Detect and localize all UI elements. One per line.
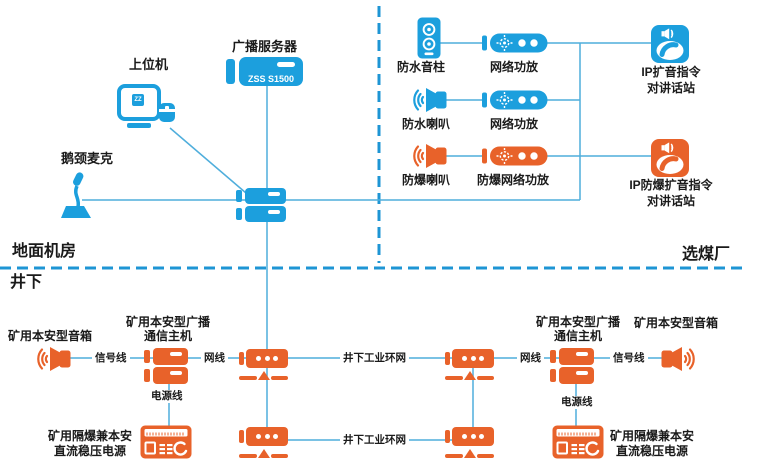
net-line-right-label: 网线 [517,352,544,365]
waterproof-column-label: 防水音柱 [397,60,446,74]
mine-speaker-right-icon [661,347,695,371]
mine-speaker-left-icon [37,347,71,371]
monitor-icon: ZZ [117,84,161,121]
psu-left-icon [140,425,192,459]
power-line-right-label: 电源线 [558,396,596,409]
broadcast-host-left-icon [144,348,188,384]
network-amp-icon [482,90,548,110]
host-pc-label: 上位机 [129,57,169,72]
mine-speaker-left-label: 矿用本安型音箱 [8,329,93,343]
waterproof-column-speaker-icon [417,17,441,59]
ring-switch-top-right [445,349,494,380]
ring-switch-top-left [239,349,288,380]
ip-explosion-proof-station-icon [651,139,689,177]
waterproof-horn-icon [413,88,447,112]
ring-network-bottom-label: 井下工业环网 [340,434,409,447]
signal-line-right-label: 信号线 [610,352,648,365]
explosion-proof-horn-icon [413,144,447,168]
ring-switch-bottom-right [445,427,494,458]
ring-switch-bottom-left [239,427,288,458]
waterproof-horn-label: 防水喇叭 [402,117,451,131]
monitor-stand-icon [127,123,151,128]
explosion-proof-amp-label: 防爆网络功放 [477,173,550,187]
host-right-label: 矿用本安型广播通信主机 [535,315,620,343]
server-model-text: ZSS S1500 [247,74,295,84]
ring-network-top-label: 井下工业环网 [340,352,409,365]
network-amp-label: 网络功放 [490,60,539,74]
broadcast-server-icon: ZSS S1500 [226,57,303,86]
power-line-left-label: 电源线 [148,390,186,403]
explosion-proof-horn-label: 防爆喇叭 [402,173,451,187]
region-ground-label: 地面机房 [12,243,77,260]
psu-right-icon [552,425,604,459]
host-left-label: 矿用本安型广播通信主机 [125,315,210,343]
network-amp-icon [482,33,548,53]
region-underground-label: 井下 [10,274,43,291]
signal-line-left-label: 信号线 [92,352,130,365]
psu-right-label: 矿用隔爆兼本安直流稳压电源 [609,429,694,458]
mouse-icon [159,103,175,122]
network-amp-label: 网络功放 [490,117,539,131]
gooseneck-mic-icon [61,172,91,218]
psu-left-label: 矿用隔爆兼本安直流稳压电源 [47,429,132,458]
broadcast-server-label: 广播服务器 [232,39,298,54]
central-hub-icon [236,188,286,222]
ip-intercom-station-icon [651,25,689,63]
ip-station-label: IP扩音指令对讲话站 [641,65,701,95]
pc-logo: ZZ [132,94,144,106]
mic-label: 鹅颈麦克 [61,151,114,166]
ip-explosion-proof-station-label: IP防爆扩音指令对讲话站 [629,178,713,208]
region-plant-label: 选煤厂 [682,246,731,263]
broadcast-host-right-icon [550,348,594,384]
explosion-proof-amp-icon [482,146,548,166]
net-line-left-label: 网线 [201,352,228,365]
mine-speaker-right-label: 矿用本安型音箱 [634,316,719,330]
